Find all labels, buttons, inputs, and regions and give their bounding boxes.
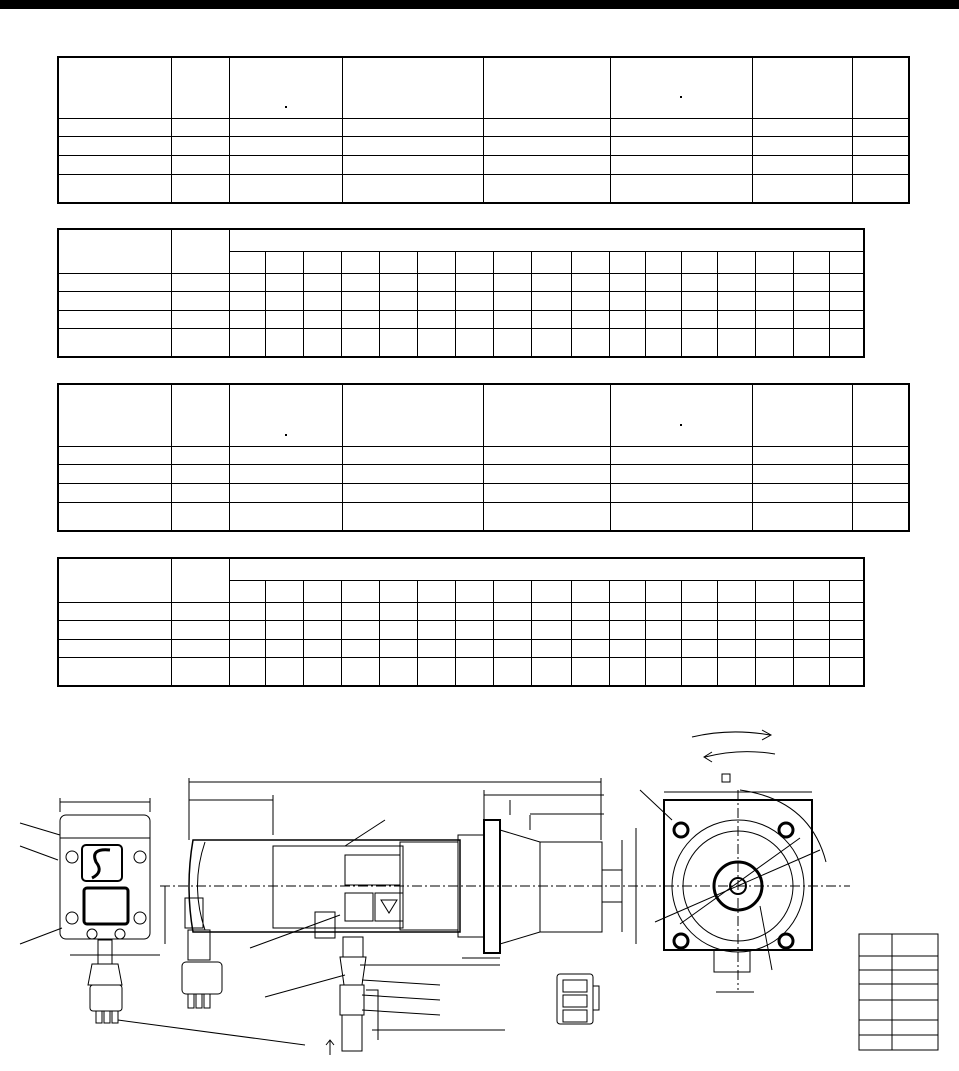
dimension-table-b [57,557,865,687]
spec-table-a [57,56,910,204]
table-row [57,483,910,504]
table-row [57,502,910,532]
spec-table-b-header [57,383,910,447]
dimension-table-a [57,228,865,358]
square-symbol-front [721,773,731,783]
overall-length-dimension [188,778,604,840]
table-row [57,464,910,485]
table-row [57,657,865,687]
rotation-arrows [691,729,776,763]
motor-front-view [639,789,827,993]
spec-table-a-header [57,56,910,119]
header-bar [0,0,959,9]
dimension-table-a-subheader [58,250,865,274]
spec-table-b [57,383,910,532]
motor-side-view [160,819,850,1055]
table-row [57,638,865,659]
connector-end-view [19,798,306,1046]
pin-table [858,933,939,1051]
dimension-table-b-subheader [58,579,865,603]
table-row [57,620,865,640]
dimension-table-b-header [57,557,865,603]
table-row [57,328,865,358]
table-row [57,445,910,466]
table-row [57,174,910,204]
